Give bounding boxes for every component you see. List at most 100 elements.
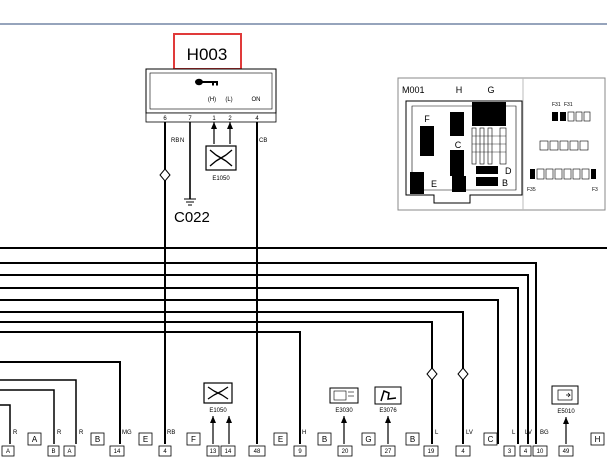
- wire-label-lv-2: LV: [525, 430, 532, 436]
- connector-label: 27: [385, 449, 392, 455]
- module-e1050-top: [205, 145, 237, 171]
- fusebox-letter-b: B: [502, 178, 508, 188]
- fuse-label-f35: F35: [527, 187, 536, 193]
- connector-label: E: [143, 435, 148, 444]
- harness-line-6: [0, 311, 464, 444]
- pin-4: 4: [255, 116, 259, 122]
- connector-label: 20: [342, 449, 349, 455]
- main-component-label: H003: [187, 45, 228, 64]
- fuse-strip-middle: [539, 140, 589, 151]
- harness-line-12: [0, 404, 11, 444]
- fuse-label-f31-b: F31: [564, 102, 573, 108]
- connector-label: 13: [210, 449, 217, 455]
- connector-10-24: 10: [532, 445, 548, 457]
- connector-e-12: E: [273, 432, 288, 446]
- connector-label: 4: [524, 449, 528, 455]
- fuse-label-f3: F3: [592, 187, 598, 193]
- arrow-pin-2: [227, 122, 233, 129]
- arrow-pin-14: [226, 416, 232, 423]
- harness-line-5: [0, 299, 499, 444]
- connector-14-10: 14: [220, 445, 236, 457]
- fuse-column: [471, 127, 507, 165]
- harness-line-3: [0, 274, 529, 444]
- fusebox-letter-g: G: [487, 85, 494, 95]
- harness-line-8: [0, 331, 301, 444]
- fuse-strip-top: [552, 111, 591, 122]
- relay-g: [472, 102, 506, 126]
- connector-label: 14: [114, 449, 121, 455]
- fusebox-letter-f: F: [424, 114, 430, 124]
- connector-label: 4: [163, 449, 167, 455]
- connector-a-0: A: [1, 445, 15, 457]
- key-position-l: (L): [225, 97, 232, 103]
- connector-e-6: E: [138, 432, 153, 446]
- connector-14-5: 14: [109, 445, 125, 457]
- connector-label: F: [191, 435, 196, 444]
- pin-6: 6: [163, 116, 167, 122]
- connector-label: 3: [508, 449, 512, 455]
- connector-label: 9: [298, 449, 302, 455]
- relay-c: [450, 150, 464, 176]
- connector-label: 4: [461, 449, 465, 455]
- connector-label: B: [95, 435, 100, 444]
- harness-line-9: [0, 361, 121, 444]
- relay-d: [476, 166, 498, 174]
- wire-label-l-1: L: [435, 430, 439, 436]
- connector-label: C: [488, 435, 494, 444]
- fuse-label-f31-a: F31: [552, 102, 561, 108]
- module-e3076: [374, 386, 402, 405]
- wire-label-rb-top: RB: [171, 138, 179, 144]
- connector-label: 10: [537, 449, 544, 455]
- splice-diamond-lv: [457, 367, 469, 381]
- harness-line-2: [0, 262, 537, 444]
- pin-2: 2: [228, 116, 232, 122]
- module-e5010: [551, 385, 579, 405]
- connector-label: B: [51, 449, 55, 455]
- fusebox-letter-a: A: [456, 181, 462, 191]
- wire-label-h: H: [302, 430, 306, 436]
- key-icon: [195, 78, 218, 86]
- ground-label: C022: [174, 209, 210, 226]
- relay-f: [420, 126, 434, 156]
- connector-4-7: 4: [158, 445, 172, 457]
- fusebox-letter-e: E: [431, 179, 437, 189]
- connector-label: H: [595, 435, 601, 444]
- harness-line-7: [0, 321, 433, 444]
- connector-g-16: G: [361, 432, 376, 446]
- connector-b-2: B: [47, 445, 60, 457]
- module-e3030: [329, 387, 359, 404]
- wire-label-n-top: N: [180, 138, 184, 144]
- harness-line-10: [0, 379, 77, 444]
- fusebox-letter-d: D: [505, 166, 512, 176]
- key-position-on: ON: [252, 97, 261, 103]
- relay-e: [410, 172, 424, 194]
- connector-a-3: A: [63, 445, 76, 457]
- connector-48-11: 48: [248, 445, 266, 457]
- connector-c-21: C: [483, 432, 498, 446]
- connector-19-19: 19: [423, 445, 439, 457]
- connector-b-14: B: [317, 432, 332, 446]
- splice-diamond-l: [426, 367, 438, 381]
- switch-body: [145, 68, 277, 114]
- module-e3030-label: E3030: [335, 408, 353, 414]
- harness-line-4: [0, 287, 519, 444]
- module-e1050-bottom-label: E1050: [209, 408, 227, 414]
- wire-label-cb-top: CB: [259, 138, 267, 144]
- arrow-pin-49: [563, 417, 569, 424]
- connector-20-15: 20: [337, 445, 353, 457]
- connector-9-13: 9: [293, 445, 307, 457]
- pin-7: 7: [188, 116, 192, 122]
- wire-label-r-1: R: [13, 430, 18, 436]
- relay-b: [476, 177, 498, 186]
- fusebox-letter-h: H: [456, 85, 463, 95]
- connector-label: B: [322, 435, 327, 444]
- connector-b-4: B: [90, 432, 105, 446]
- splice-diamond-rb: [159, 168, 171, 182]
- wire-label-rb-bottom: RB: [167, 430, 175, 436]
- connector-b-18: B: [405, 432, 420, 446]
- pin-1: 1: [212, 116, 216, 122]
- harness-line-11: [0, 389, 55, 444]
- module-e3076-label: E3076: [379, 408, 397, 414]
